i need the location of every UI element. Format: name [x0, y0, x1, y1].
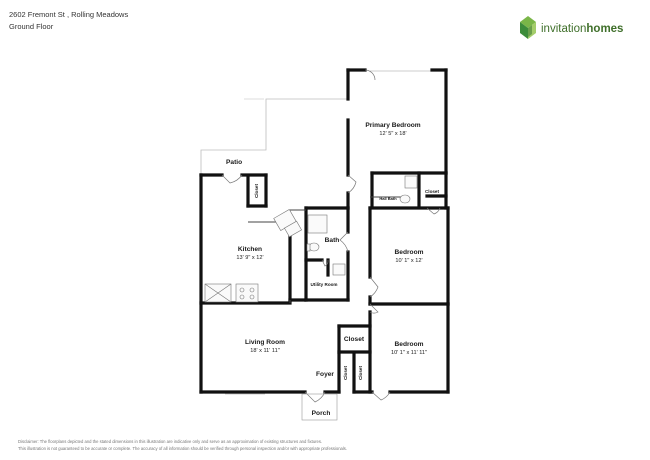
logo-mark-icon: [520, 16, 536, 39]
room-kitchen-dims: 13' 9" x 12': [236, 255, 263, 261]
room-hall-bath-name: Hall Bath: [379, 196, 397, 201]
room-bedroom-2-closet-name: Closet: [358, 366, 363, 381]
porch-outline: [301, 393, 338, 421]
room-bedroom-1-name: Bedroom: [395, 249, 424, 256]
room-labels: Primary Bedroom 12' 5" x 18' Patio Close…: [226, 122, 439, 417]
room-patio-name: Patio: [226, 159, 242, 166]
brand-logo: invitationhomes: [520, 16, 623, 39]
property-address: 2602 Fremont St , Rolling Meadows: [9, 10, 129, 19]
hall-bath-sink-icon: [404, 175, 418, 189]
door-swings: [221, 69, 441, 403]
room-bedroom-2-name: Bedroom: [395, 341, 424, 348]
disclaimer-line-1: Disclaimer: The floorplans depicted and …: [18, 439, 323, 444]
hall-bath-toilet-icon: [399, 194, 411, 204]
room-primary-closet-name: Closet: [425, 189, 440, 194]
disclaimer-line-2: This illustration is not guaranteed to b…: [18, 446, 348, 451]
room-kitchen-name: Kitchen: [238, 246, 262, 253]
fixtures: [204, 98, 418, 421]
room-bedroom-2-dims: 10' 1" x 11' 11": [391, 350, 427, 356]
room-primary-bedroom-name: Primary Bedroom: [365, 122, 420, 129]
stove-icon: [235, 283, 259, 303]
room-porch-name: Porch: [312, 410, 331, 417]
water-heater-icon: [332, 263, 346, 276]
brand-name-part1: invitation: [541, 23, 586, 35]
brand-name-part2: homes: [586, 23, 623, 35]
thin-partitions: [248, 196, 404, 303]
floor-label: Ground Floor: [9, 22, 54, 31]
room-hall-closet-name: Closet: [344, 336, 365, 343]
toilet-icon: [308, 242, 320, 252]
walls: [199, 68, 450, 394]
room-bedroom-1-dims: 10' 1" x 12': [395, 258, 422, 264]
room-living-room-name: Living Room: [245, 339, 285, 346]
room-living-room-dims: 18' x 11' 11": [250, 348, 279, 354]
room-kitchen-closet-name: Closet: [254, 184, 259, 199]
brand-name: invitationhomes: [541, 23, 623, 35]
room-utility-name: Utility Room: [310, 282, 337, 287]
room-primary-bedroom-dims: 12' 5" x 18': [379, 131, 406, 137]
room-foyer-name: Foyer: [316, 371, 334, 378]
bath-tub-icon: [307, 214, 328, 234]
room-bath-name: Bath: [325, 237, 340, 244]
patio-outline: [200, 98, 348, 174]
room-foyer-closet-name: Closet: [343, 366, 348, 381]
